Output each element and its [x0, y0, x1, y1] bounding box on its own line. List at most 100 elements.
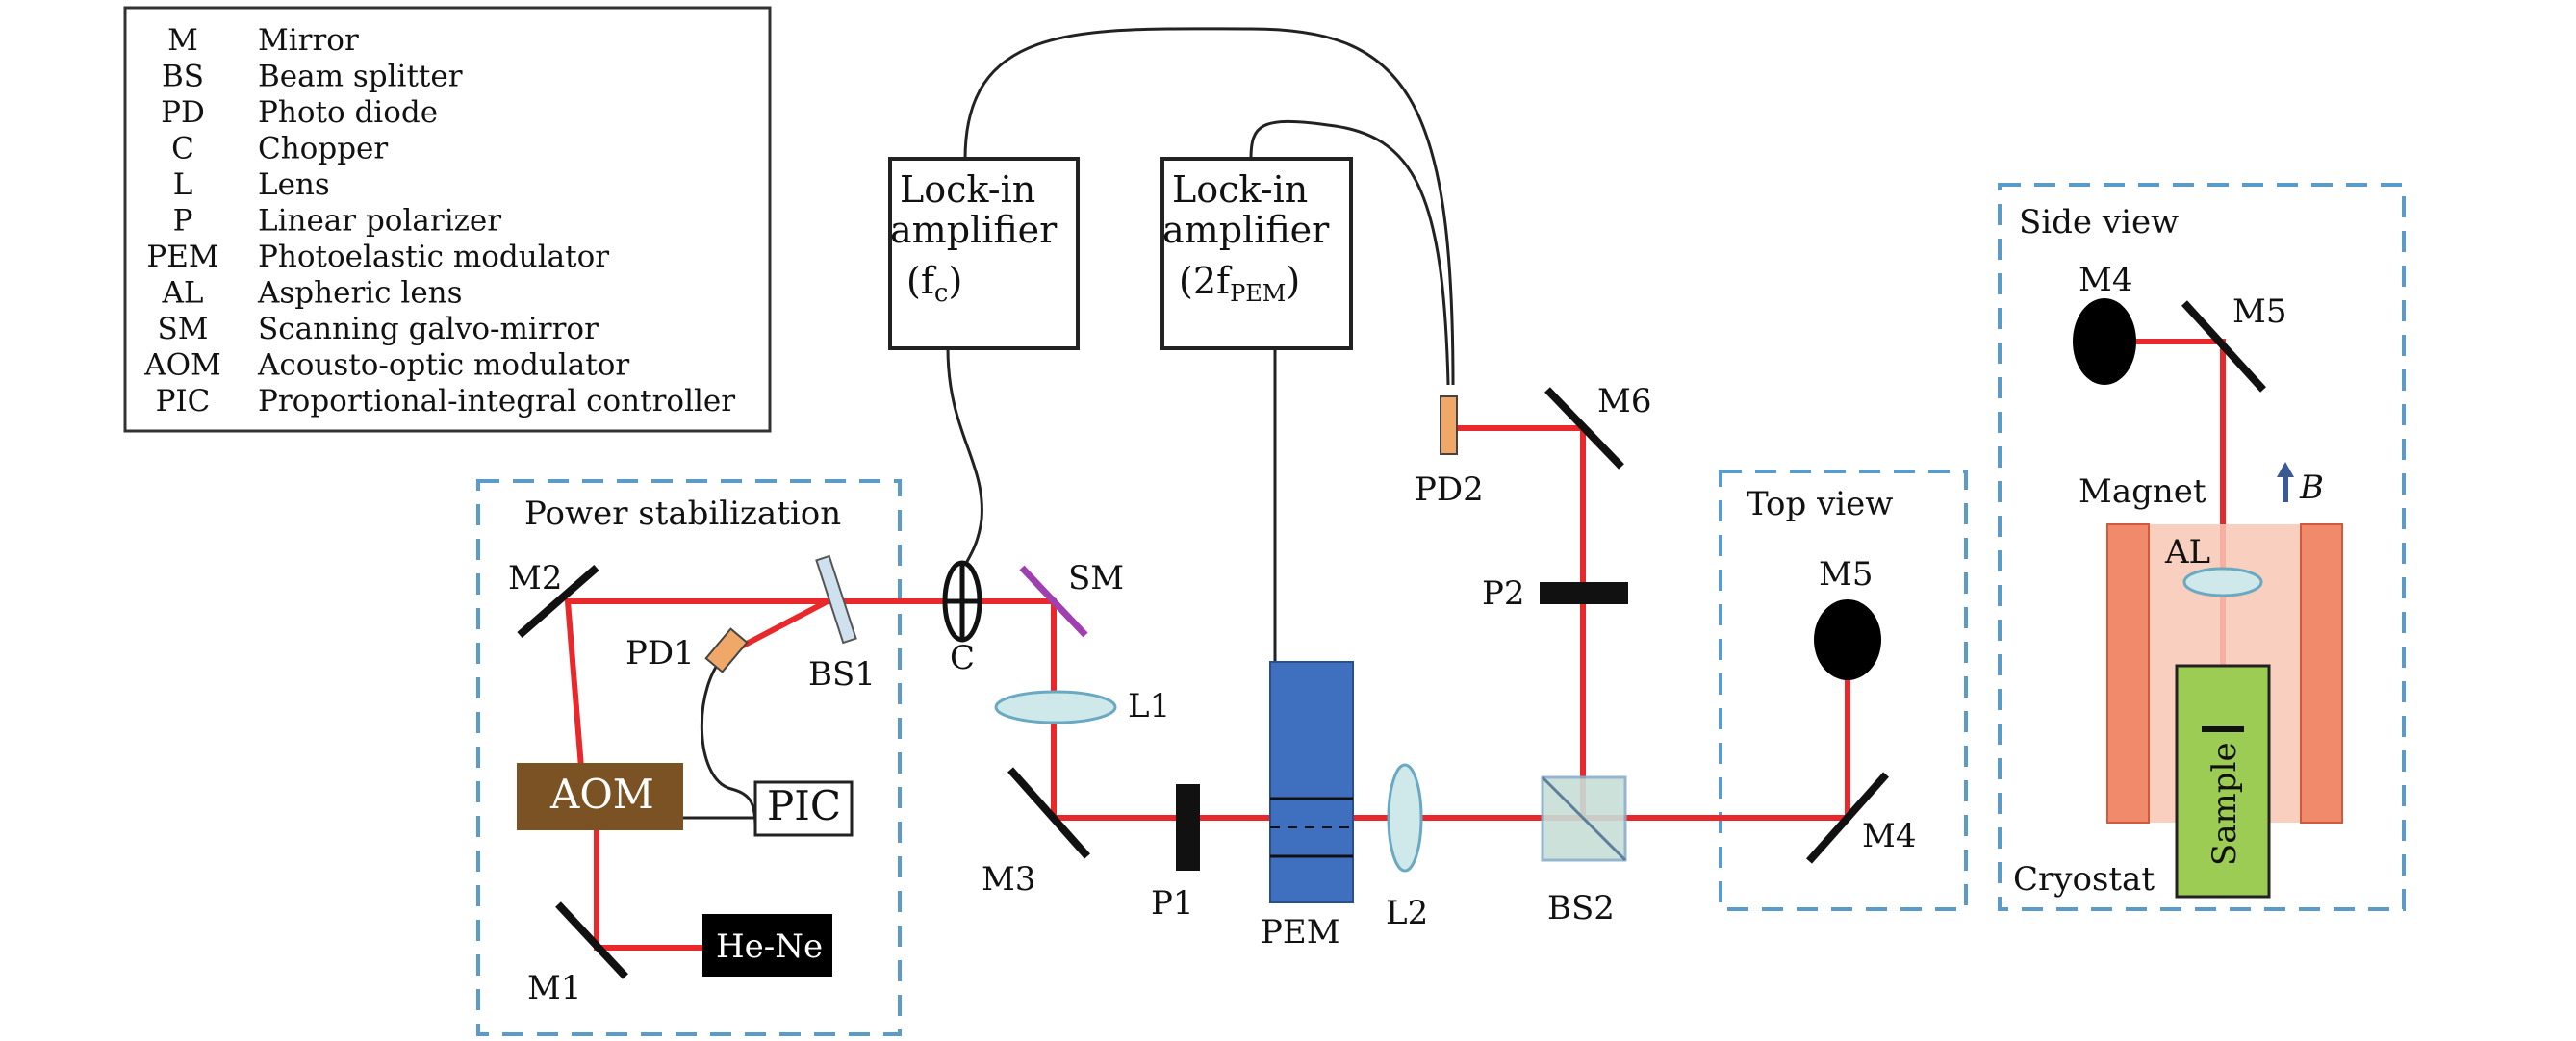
- lock-in-2fpem-line2: amplifier: [1162, 209, 1330, 251]
- sample-label: Sample: [2206, 742, 2244, 866]
- chopper: [942, 560, 982, 643]
- scanning-mirror-sm: [1019, 565, 1088, 638]
- lock-in-fc-line1: Lock-in: [900, 168, 1035, 211]
- field-b-label: B: [2299, 469, 2324, 507]
- mirror-m3: [1007, 767, 1090, 859]
- mirror-m2: [517, 564, 599, 639]
- pem: [1269, 661, 1354, 903]
- p1-label: P1: [1151, 884, 1194, 923]
- sm-label: SM: [1068, 559, 1124, 597]
- legend-desc: Chopper: [258, 132, 388, 166]
- polarizer-p2: [1540, 582, 1628, 604]
- legend-abbr: SM: [158, 312, 209, 346]
- beam-hene-m1-aom: [594, 820, 705, 951]
- hene-laser: [702, 914, 832, 977]
- polarizer-p1: [1176, 784, 1200, 871]
- cryostat-label: Cryostat: [2013, 860, 2155, 899]
- legend-box: [123, 6, 772, 433]
- legend-abbr: M: [167, 23, 198, 58]
- lock-in-fc-box: [888, 157, 1080, 350]
- legend-desc: Mirror: [258, 23, 359, 58]
- pic-label: PIC: [767, 782, 841, 829]
- lens-l2: [1387, 763, 1423, 873]
- lock-in-2fpem-line1: Lock-in: [1172, 168, 1308, 211]
- legend-abbr: P: [173, 204, 193, 239]
- sideview-m4-label: M4: [2079, 261, 2132, 299]
- legend-desc: Linear polarizer: [258, 204, 501, 239]
- magnetic-field-arrow: [2277, 462, 2294, 502]
- hene-label: He-Ne: [716, 927, 823, 966]
- m3-label: M3: [982, 860, 1035, 899]
- mirror-m6: [1544, 387, 1624, 470]
- photodiode-pd1: [704, 627, 749, 673]
- sideview-mirror-m4: [2073, 298, 2136, 385]
- legend-desc: Proportional-integral controller: [258, 384, 735, 419]
- topview-m4-label: M4: [1862, 817, 1916, 855]
- m1-label: M1: [527, 969, 581, 1007]
- top-view-region: [1719, 470, 1968, 911]
- legend-abbr: AL: [162, 276, 204, 311]
- pd2-label: PD2: [1415, 470, 1484, 509]
- l1-label: L1: [1128, 687, 1170, 725]
- pd1-label: PD1: [625, 634, 695, 673]
- lock-in-amplifier-fc: Lock-in amplifier (fc): [888, 157, 1080, 350]
- legend-abbr: PD: [161, 95, 205, 130]
- legend-abbr: AOM: [143, 348, 221, 383]
- power-stabilization-label: Power stabilization: [524, 495, 841, 533]
- power-stabilization-region: [476, 479, 902, 1036]
- aom-label: AOM: [549, 771, 654, 818]
- al-label: AL: [2164, 533, 2210, 571]
- pem-label: PEM: [1261, 913, 1340, 952]
- cable-pd1-pic: [700, 652, 757, 828]
- legend-desc: Acousto-optic modulator: [257, 348, 629, 383]
- legend-abbr: PIC: [156, 384, 211, 419]
- bs1-label: BS1: [808, 655, 876, 694]
- m2-label: M2: [508, 559, 562, 597]
- side-view-region: [1998, 183, 2406, 911]
- legend-abbr: PEM: [146, 240, 218, 274]
- chopper-label: C: [950, 639, 975, 677]
- top-view-label: Top view: [1747, 485, 1893, 523]
- aom: [517, 763, 683, 830]
- p2-label: P2: [1482, 574, 1525, 613]
- lock-in-amplifier-2fpem: Lock-in amplifier (2fPEM): [1160, 157, 1353, 350]
- magnet-label: Magnet: [2079, 472, 2206, 511]
- sideview-mirror-m5: [2181, 300, 2266, 393]
- l2-label: L2: [1386, 894, 1428, 932]
- beam-splitter-bs1: [815, 554, 857, 645]
- legend-desc: Lens: [258, 167, 330, 202]
- legend-desc: Photoelastic modulator: [258, 240, 609, 274]
- sideview-m5-label: M5: [2232, 292, 2286, 331]
- sample-holder: [2175, 664, 2271, 899]
- legend-desc: Photo diode: [258, 95, 438, 130]
- legend-abbr: BS: [162, 60, 204, 94]
- legend-abbr: L: [173, 167, 193, 202]
- m6-label: M6: [1597, 382, 1651, 420]
- lens-l1: [994, 690, 1117, 724]
- cable-right-lockin-top: [1249, 119, 1450, 386]
- magnet-left-coil: [2106, 523, 2150, 824]
- lock-in-2fpem-freq: (2fPEM): [1179, 260, 1300, 307]
- photodiode-pd2: [1440, 395, 1458, 455]
- topview-m5-label: M5: [1819, 555, 1873, 594]
- bs2-label: BS2: [1547, 889, 1615, 927]
- mirror-m1: [555, 901, 628, 979]
- bs2-diagonal: [1541, 775, 1627, 862]
- legend-abbr: C: [171, 132, 194, 166]
- cable-left-lockin-top: [963, 27, 1455, 386]
- lock-in-2fpem-box: [1160, 157, 1353, 350]
- cable-left-lockin-chopper: [946, 347, 983, 588]
- legend-desc: Beam splitter: [258, 60, 463, 94]
- lock-in-fc-line2: amplifier: [890, 209, 1058, 251]
- legend-desc: Scanning galvo-mirror: [258, 312, 599, 346]
- topview-mirror-m5: [1814, 599, 1881, 680]
- lock-in-fc-freq: (fc): [906, 260, 962, 308]
- magnet-right-coil: [2300, 523, 2343, 824]
- topview-mirror-m4: [1806, 772, 1889, 864]
- side-view-label: Side view: [2019, 203, 2179, 241]
- pic: [753, 780, 854, 837]
- legend-desc: Aspheric lens: [257, 276, 463, 311]
